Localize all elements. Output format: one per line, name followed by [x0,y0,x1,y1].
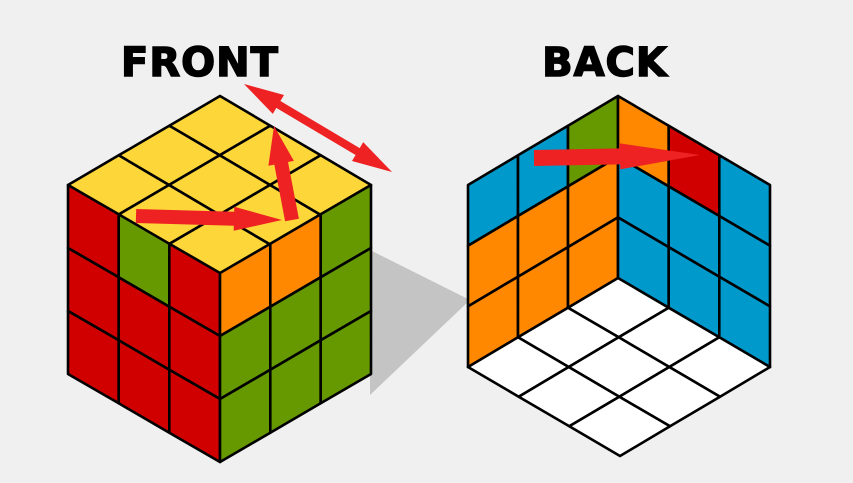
back-title: BACK [542,40,669,86]
double-headed-arrow [244,84,392,172]
front-top-arrow [135,206,282,231]
front-cube [66,94,373,464]
cube-shadow [370,250,470,395]
cube-shadow-shape [370,250,470,395]
front-title: FRONT [121,40,279,86]
back-floor-sticker-r2c2 [567,395,672,458]
arrows [135,84,700,231]
front-up-arrow [268,126,299,222]
back-cube [466,94,772,458]
front-right-sticker-r2c2 [319,309,373,405]
back-top-arrow [533,143,700,170]
